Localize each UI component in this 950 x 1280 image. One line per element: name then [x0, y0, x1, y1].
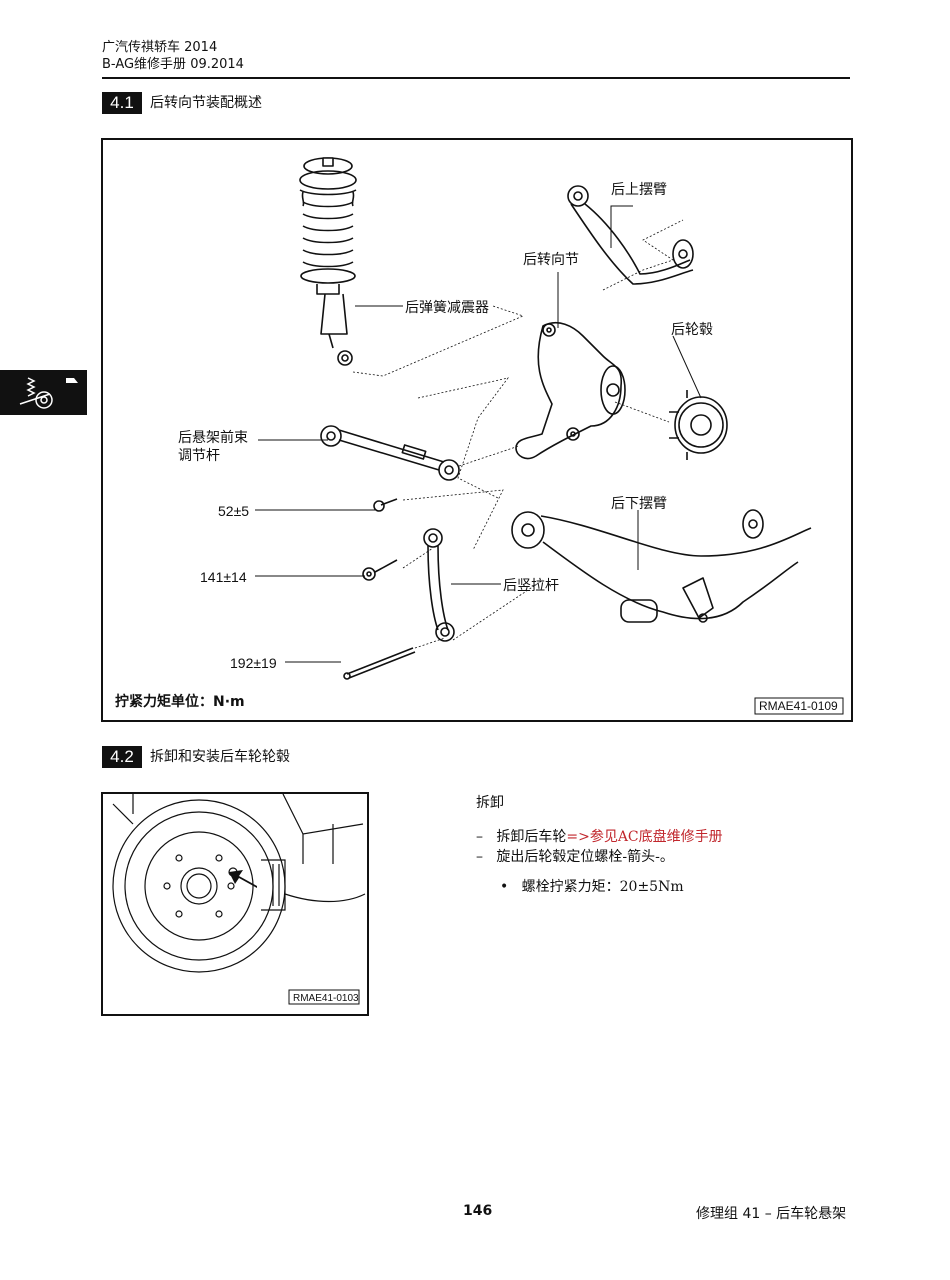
manual-reference-link[interactable]: =>参见AC底盘维修手册	[566, 829, 723, 845]
label-lower-arm: 后下摆臂	[611, 496, 667, 512]
chapter-tab	[0, 370, 87, 415]
header-line-1: 广汽传祺轿车 2014	[102, 40, 218, 55]
bolt-52	[373, 498, 398, 512]
section-number-2: 4.2	[102, 746, 142, 768]
chapter-footer: 修理组 41 – 后车轮悬架	[696, 1206, 847, 1222]
bolt-192	[343, 647, 416, 680]
torque-192: 192±19	[230, 655, 277, 671]
section-number: 4.1	[102, 92, 142, 114]
label-toe-link-2: 调节杆	[178, 448, 220, 464]
header-line-2: B-AG维修手册 09.2014	[102, 57, 244, 72]
bolt-141	[362, 559, 398, 581]
step-2-text: 旋出后轮毂定位螺栓-箭头-。	[496, 849, 674, 865]
section-title: 后转向节装配概述	[150, 95, 262, 111]
label-knuckle: 后转向节	[523, 252, 579, 268]
header-rule	[102, 77, 850, 79]
procedure-heading: 拆卸	[476, 795, 504, 811]
vertical-link	[423, 528, 455, 642]
label-toe-link-1: 后悬架前束	[178, 429, 248, 446]
torque-spec: 螺栓拧紧力矩：20±5Nm	[521, 879, 684, 895]
procedure-step-1: – 拆卸后车轮=>参见AC底盘维修手册	[476, 826, 723, 848]
arrow-icon	[229, 870, 257, 888]
torque-52: 52±5	[218, 503, 249, 519]
upper-arm	[567, 185, 694, 285]
toe-link	[320, 425, 460, 481]
dash-marker: –	[476, 829, 483, 845]
label-upper-arm: 后上摆臂	[611, 182, 667, 198]
lower-arm	[511, 509, 812, 623]
figure2-ref: RMAE41-0103	[293, 993, 359, 1004]
hub	[669, 390, 728, 460]
figure1-ref: RMAE41-0109	[759, 699, 838, 713]
bullet-marker: •	[500, 879, 509, 895]
page-number: 146	[463, 1203, 493, 1219]
section-title-2: 拆卸和安装后车轮轮毂	[150, 749, 290, 765]
step-1-text: 拆卸后车轮	[496, 829, 567, 845]
label-shock: 后弹簧减震器	[405, 300, 489, 316]
dash-marker: –	[476, 849, 483, 865]
torque-unit-note: 拧紧力矩单位：N·m	[115, 693, 245, 710]
procedure-bullet: • 螺栓拧紧力矩：20±5Nm	[500, 876, 684, 898]
hub-bolt-drawing: RMAE41-0103	[112, 794, 366, 1005]
hub-removal-figure: RMAE41-0103	[101, 792, 369, 1016]
label-vertical-link: 后竖拉杆	[503, 578, 559, 594]
shock-absorber	[299, 157, 357, 366]
knuckle-assembly-drawing: 后上摆臂 后转向节 后弹簧减震器 后轮毂 后悬架前束 调节杆 后下摆臂 后竖拉杆…	[115, 157, 844, 715]
procedure-step-2: – 旋出后轮毂定位螺栓-箭头-。	[476, 846, 674, 868]
assembly-overview-figure: 后上摆臂 后转向节 后弹簧减震器 后轮毂 后悬架前束 调节杆 后下摆臂 后竖拉杆…	[101, 138, 853, 722]
knuckle	[515, 321, 626, 460]
label-hub: 后轮毂	[671, 322, 713, 338]
suspension-icon	[19, 377, 78, 409]
torque-141: 141±14	[200, 569, 247, 585]
